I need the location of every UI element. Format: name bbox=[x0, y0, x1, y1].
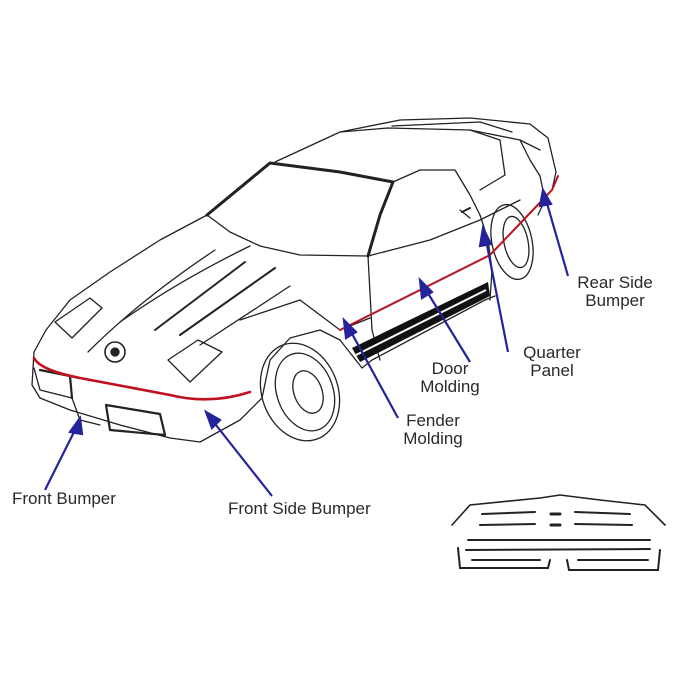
callout-fender-molding-line2: Molding bbox=[403, 429, 463, 448]
callout-rear-side-bumper-line1: Rear Side bbox=[577, 273, 653, 292]
callout-front-side-bumper: Front Side Bumper bbox=[228, 499, 371, 518]
callout-door-molding-line1: Door bbox=[431, 359, 469, 378]
callout-quarter-panel: Quarter Panel bbox=[512, 344, 592, 380]
callout-quarter-panel-line2: Panel bbox=[530, 361, 574, 380]
callout-door-molding-line2: Molding bbox=[420, 377, 480, 396]
callout-fender-molding-line1: Fender bbox=[406, 411, 460, 430]
callout-quarter-panel-line1: Quarter bbox=[523, 343, 581, 362]
callout-door-molding: Door Molding bbox=[410, 360, 490, 396]
callout-fender-molding: Fender Molding bbox=[388, 412, 478, 448]
callout-rear-side-bumper: Rear Side Bumper bbox=[565, 274, 665, 310]
callout-rear-side-bumper-line2: Bumper bbox=[585, 291, 645, 310]
callout-front-bumper: Front Bumper bbox=[12, 489, 116, 508]
molding-strip-inset bbox=[451, 494, 666, 571]
